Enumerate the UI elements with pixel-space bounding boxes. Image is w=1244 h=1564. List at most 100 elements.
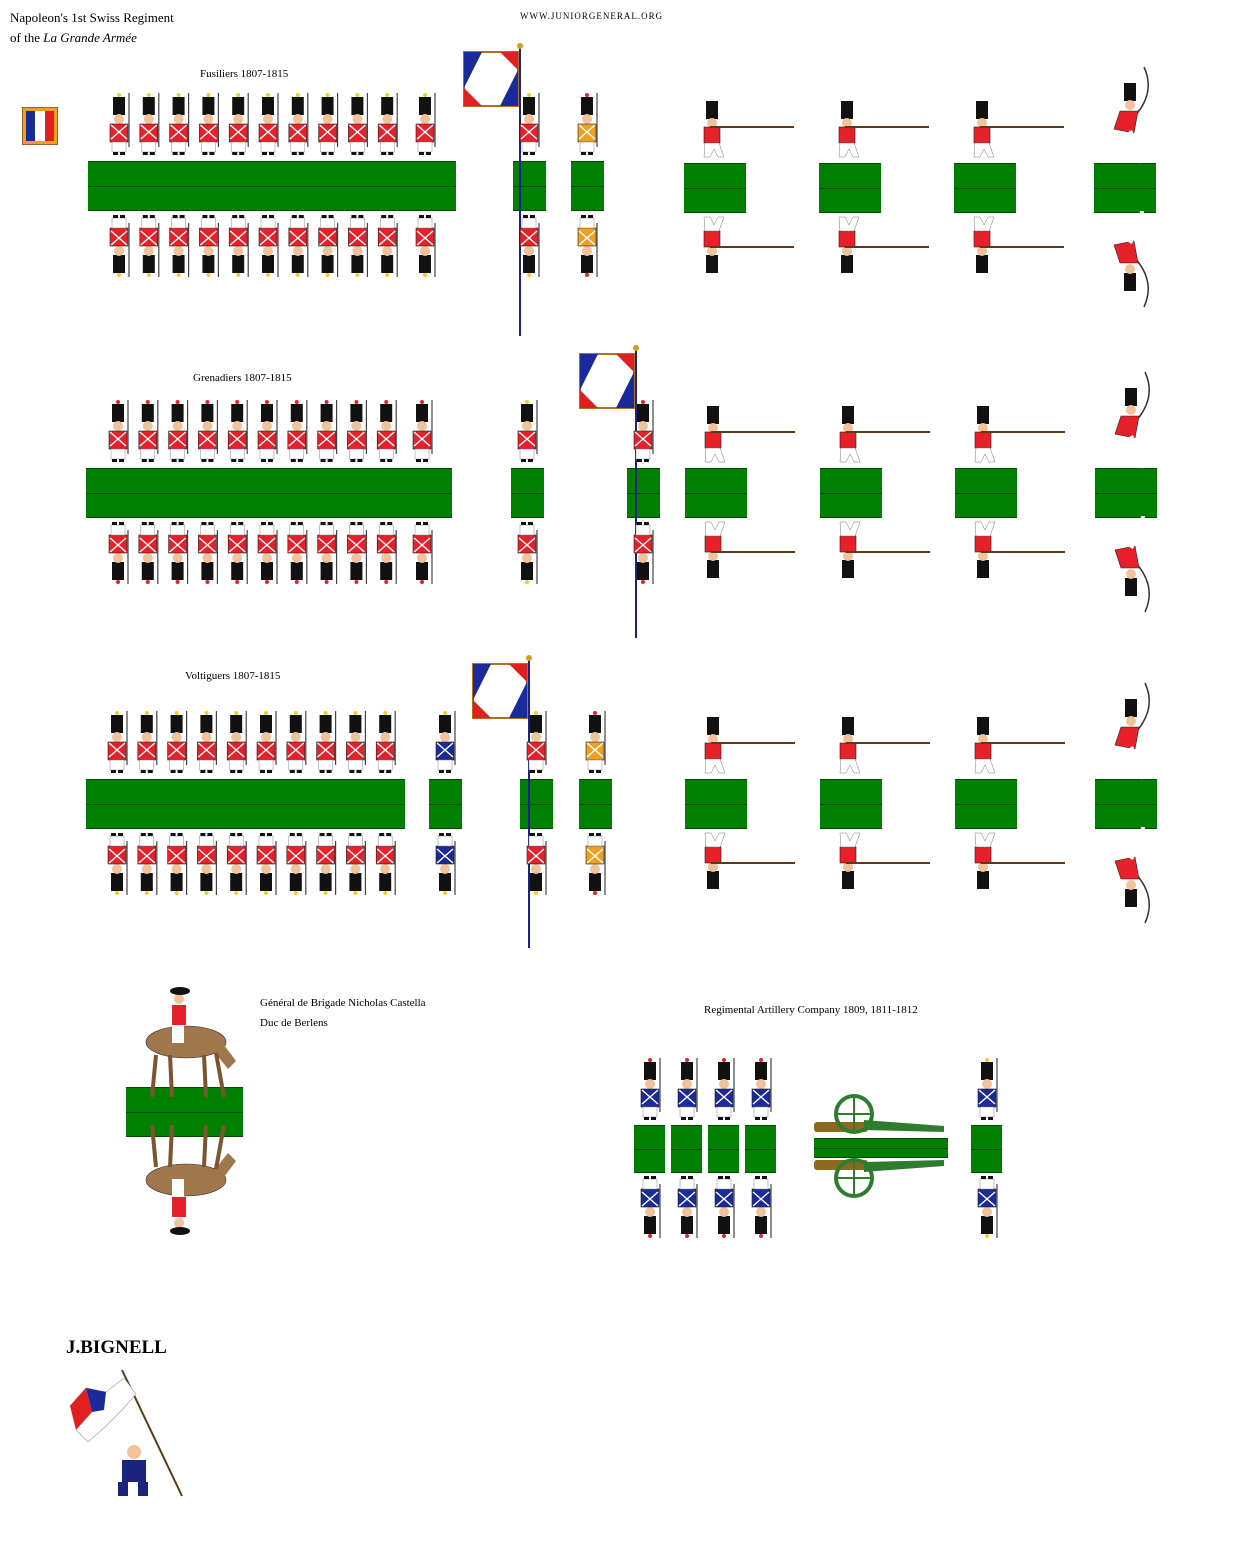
officer-figure [577,93,598,155]
grenadier-soldier-figure [376,522,397,584]
base-artillery-4 [745,1125,776,1173]
firing-soldier-figure [839,521,930,578]
firing-soldier-figure [839,832,930,889]
voltiguer-soldier-figure [346,711,366,773]
general-name: Général de Brigade Nicholas Castella [260,997,426,1009]
grenadier-soldier-figure [138,400,159,462]
firing-soldier-figure [974,406,1065,463]
fusilier-soldier-figure [377,215,398,277]
grenadier-colour-flag [579,345,639,638]
drummer-figure [412,522,433,584]
base-voltiguers-colour [520,779,553,829]
fusilier-soldier-figure [109,215,130,277]
firing-soldier-figure [704,832,795,889]
voltiguer-soldier-figure [107,833,128,895]
grenadier-soldier-figure [227,400,248,462]
officer-figure [517,400,538,462]
charging-officer-figure [1099,515,1150,613]
drummer-figure [412,400,433,462]
section-title-grenadiers: Grenadiers 1807-1815 [193,372,292,384]
voltiguer-colour-flag [472,655,532,948]
author-name: J.BIGNELL [66,1337,167,1358]
base-voltiguers-officer [579,779,612,829]
firing-soldier-figure [703,101,794,158]
firing-soldier-figure [839,406,930,463]
artillery-gunner-figure [714,1176,735,1238]
charging-officer-figure [1099,682,1150,780]
general-title: Duc de Berlens [260,1017,328,1029]
grenadier-soldier-figure [257,522,278,584]
officer-figure [526,711,547,773]
grenadier-soldier-figure [138,522,159,584]
voltiguer-soldier-figure [375,711,396,773]
section-title-fusiliers: Fusiliers 1807-1815 [200,68,289,80]
charging-officer-figure [1099,826,1150,924]
charging-officer-figure [1098,210,1149,308]
voltiguer-soldier-figure [137,833,158,895]
voltiguer-soldier-figure [167,833,188,895]
grenadier-soldier-figure [108,522,129,584]
fusilier-soldier-figure [318,93,339,155]
firing-soldier-figure [839,717,930,774]
page-title: Napoleon's 1st Swiss Regiment [10,10,174,25]
subtitle-italic: La Grande Armée [43,30,137,45]
mounted-general-figure [145,1124,236,1235]
artillery-gunner-figure [640,1058,661,1120]
cannon-icon [814,1094,944,1134]
voltiguer-soldier-figure [226,711,247,773]
fusilier-soldier-figure [139,215,160,277]
base-grenadiers-charging [1095,468,1157,518]
voltiguer-soldier-figure [316,833,337,895]
grenadier-soldier-figure [168,522,189,584]
voltiguer-soldier-figure [256,711,277,773]
fusilier-soldier-figure [348,215,368,277]
base-grenadiers-firing-2 [820,468,882,518]
artillery-gunner-figure [677,1176,698,1238]
voltiguer-soldier-figure [197,711,217,773]
bugler-figure [435,711,456,773]
fusilier-soldier-figure [199,215,219,277]
voltiguer-soldier-figure [316,711,337,773]
flag-icon [22,107,58,145]
officer-figure [585,711,606,773]
fusilier-soldier-figure [169,93,190,155]
base-fusiliers-charging [1094,163,1156,213]
subtitle-prefix: of the [10,30,44,45]
grenadier-soldier-figure [317,400,338,462]
cannon-icon [814,1158,944,1198]
fusilier-soldier-figure [109,93,130,155]
base-grenadiers-line [86,468,452,518]
firing-soldier-figure [704,406,795,463]
firing-soldier-figure [974,832,1065,889]
firing-soldier-figure [974,717,1065,774]
standard-bearer-logo [69,1369,183,1497]
grenadier-soldier-figure [227,522,248,584]
grenadier-soldier-figure [376,400,397,462]
firing-soldier-figure [703,216,794,273]
officer-figure [517,522,538,584]
artillery-officer-figure [977,1176,998,1238]
base-grenadiers-colour [627,468,660,518]
base-artillery-3 [708,1125,739,1173]
base-voltiguers-line [86,779,405,829]
voltiguer-soldier-figure [137,711,158,773]
base-voltiguers-firing-1 [685,779,747,829]
voltiguer-soldier-figure [286,833,307,895]
page-subtitle: of the La Grande Armée [10,30,137,46]
firing-soldier-figure [838,101,929,158]
base-fusiliers-officer [571,161,604,211]
firing-soldier-figure [704,521,795,578]
fusilier-soldier-figure [258,93,279,155]
bugler-figure [435,833,456,895]
officer-figure [519,215,540,277]
charging-officer-figure [1098,66,1149,164]
voltiguer-soldier-figure [226,833,247,895]
voltiguer-soldier-figure [286,711,307,773]
grenadier-soldier-figure [168,400,189,462]
fusilier-colour-flag [463,43,523,336]
voltiguer-soldier-figure [107,711,128,773]
fusilier-soldier-figure [377,93,398,155]
base-artillery-2 [671,1125,702,1173]
base-fusiliers-line [88,161,456,211]
